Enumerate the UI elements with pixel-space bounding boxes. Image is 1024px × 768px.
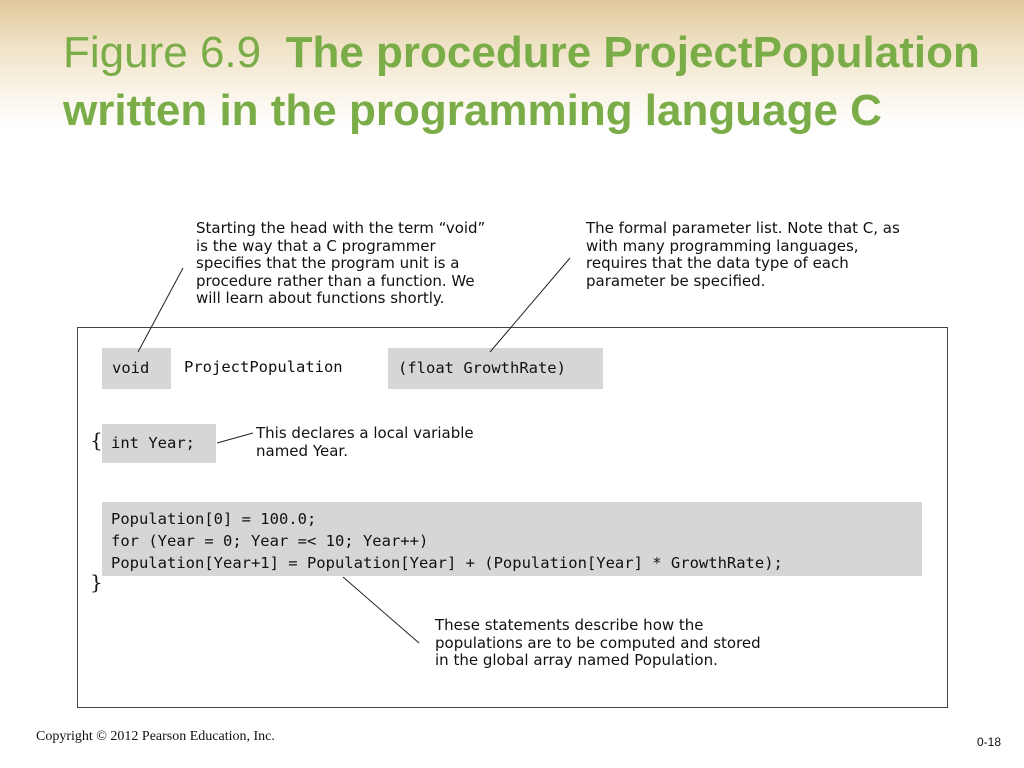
code-statement-line: for (Year = 0; Year =< 10; Year++): [111, 532, 429, 550]
code-void-keyword: void: [102, 348, 171, 389]
code-local-declaration: int Year;: [102, 424, 216, 463]
annotation-void: Starting the head with the term “void” i…: [196, 219, 486, 307]
code-open-brace: {: [90, 428, 103, 452]
code-close-brace: }: [90, 570, 103, 594]
slide-number: 0-18: [977, 735, 1002, 749]
code-parameter-list: (float GrowthRate): [388, 348, 603, 389]
header-background: [0, 0, 1024, 130]
annotation-local-variable: This declares a local variable named Yea…: [256, 424, 474, 460]
code-statement-line: Population[0] = 100.0;: [111, 510, 317, 528]
annotation-parameter-list: The formal parameter list. Note that C, …: [586, 219, 900, 290]
code-statements-block: Population[0] = 100.0; for (Year = 0; Yea…: [102, 502, 922, 576]
code-statement-line: Population[Year+1] = Population[Year] + …: [111, 554, 783, 572]
code-procedure-name: ProjectPopulation: [184, 358, 343, 376]
slide-title: Figure 6.9 The procedure ProjectPopulati…: [63, 24, 1003, 140]
figure-label: Figure 6.9: [63, 28, 262, 77]
figure-caption: The procedure ProjectPopulation written …: [63, 28, 980, 135]
copyright-notice: Copyright © 2012 Pearson Education, Inc.: [36, 729, 275, 744]
annotation-statements: These statements describe how the popula…: [435, 616, 761, 669]
